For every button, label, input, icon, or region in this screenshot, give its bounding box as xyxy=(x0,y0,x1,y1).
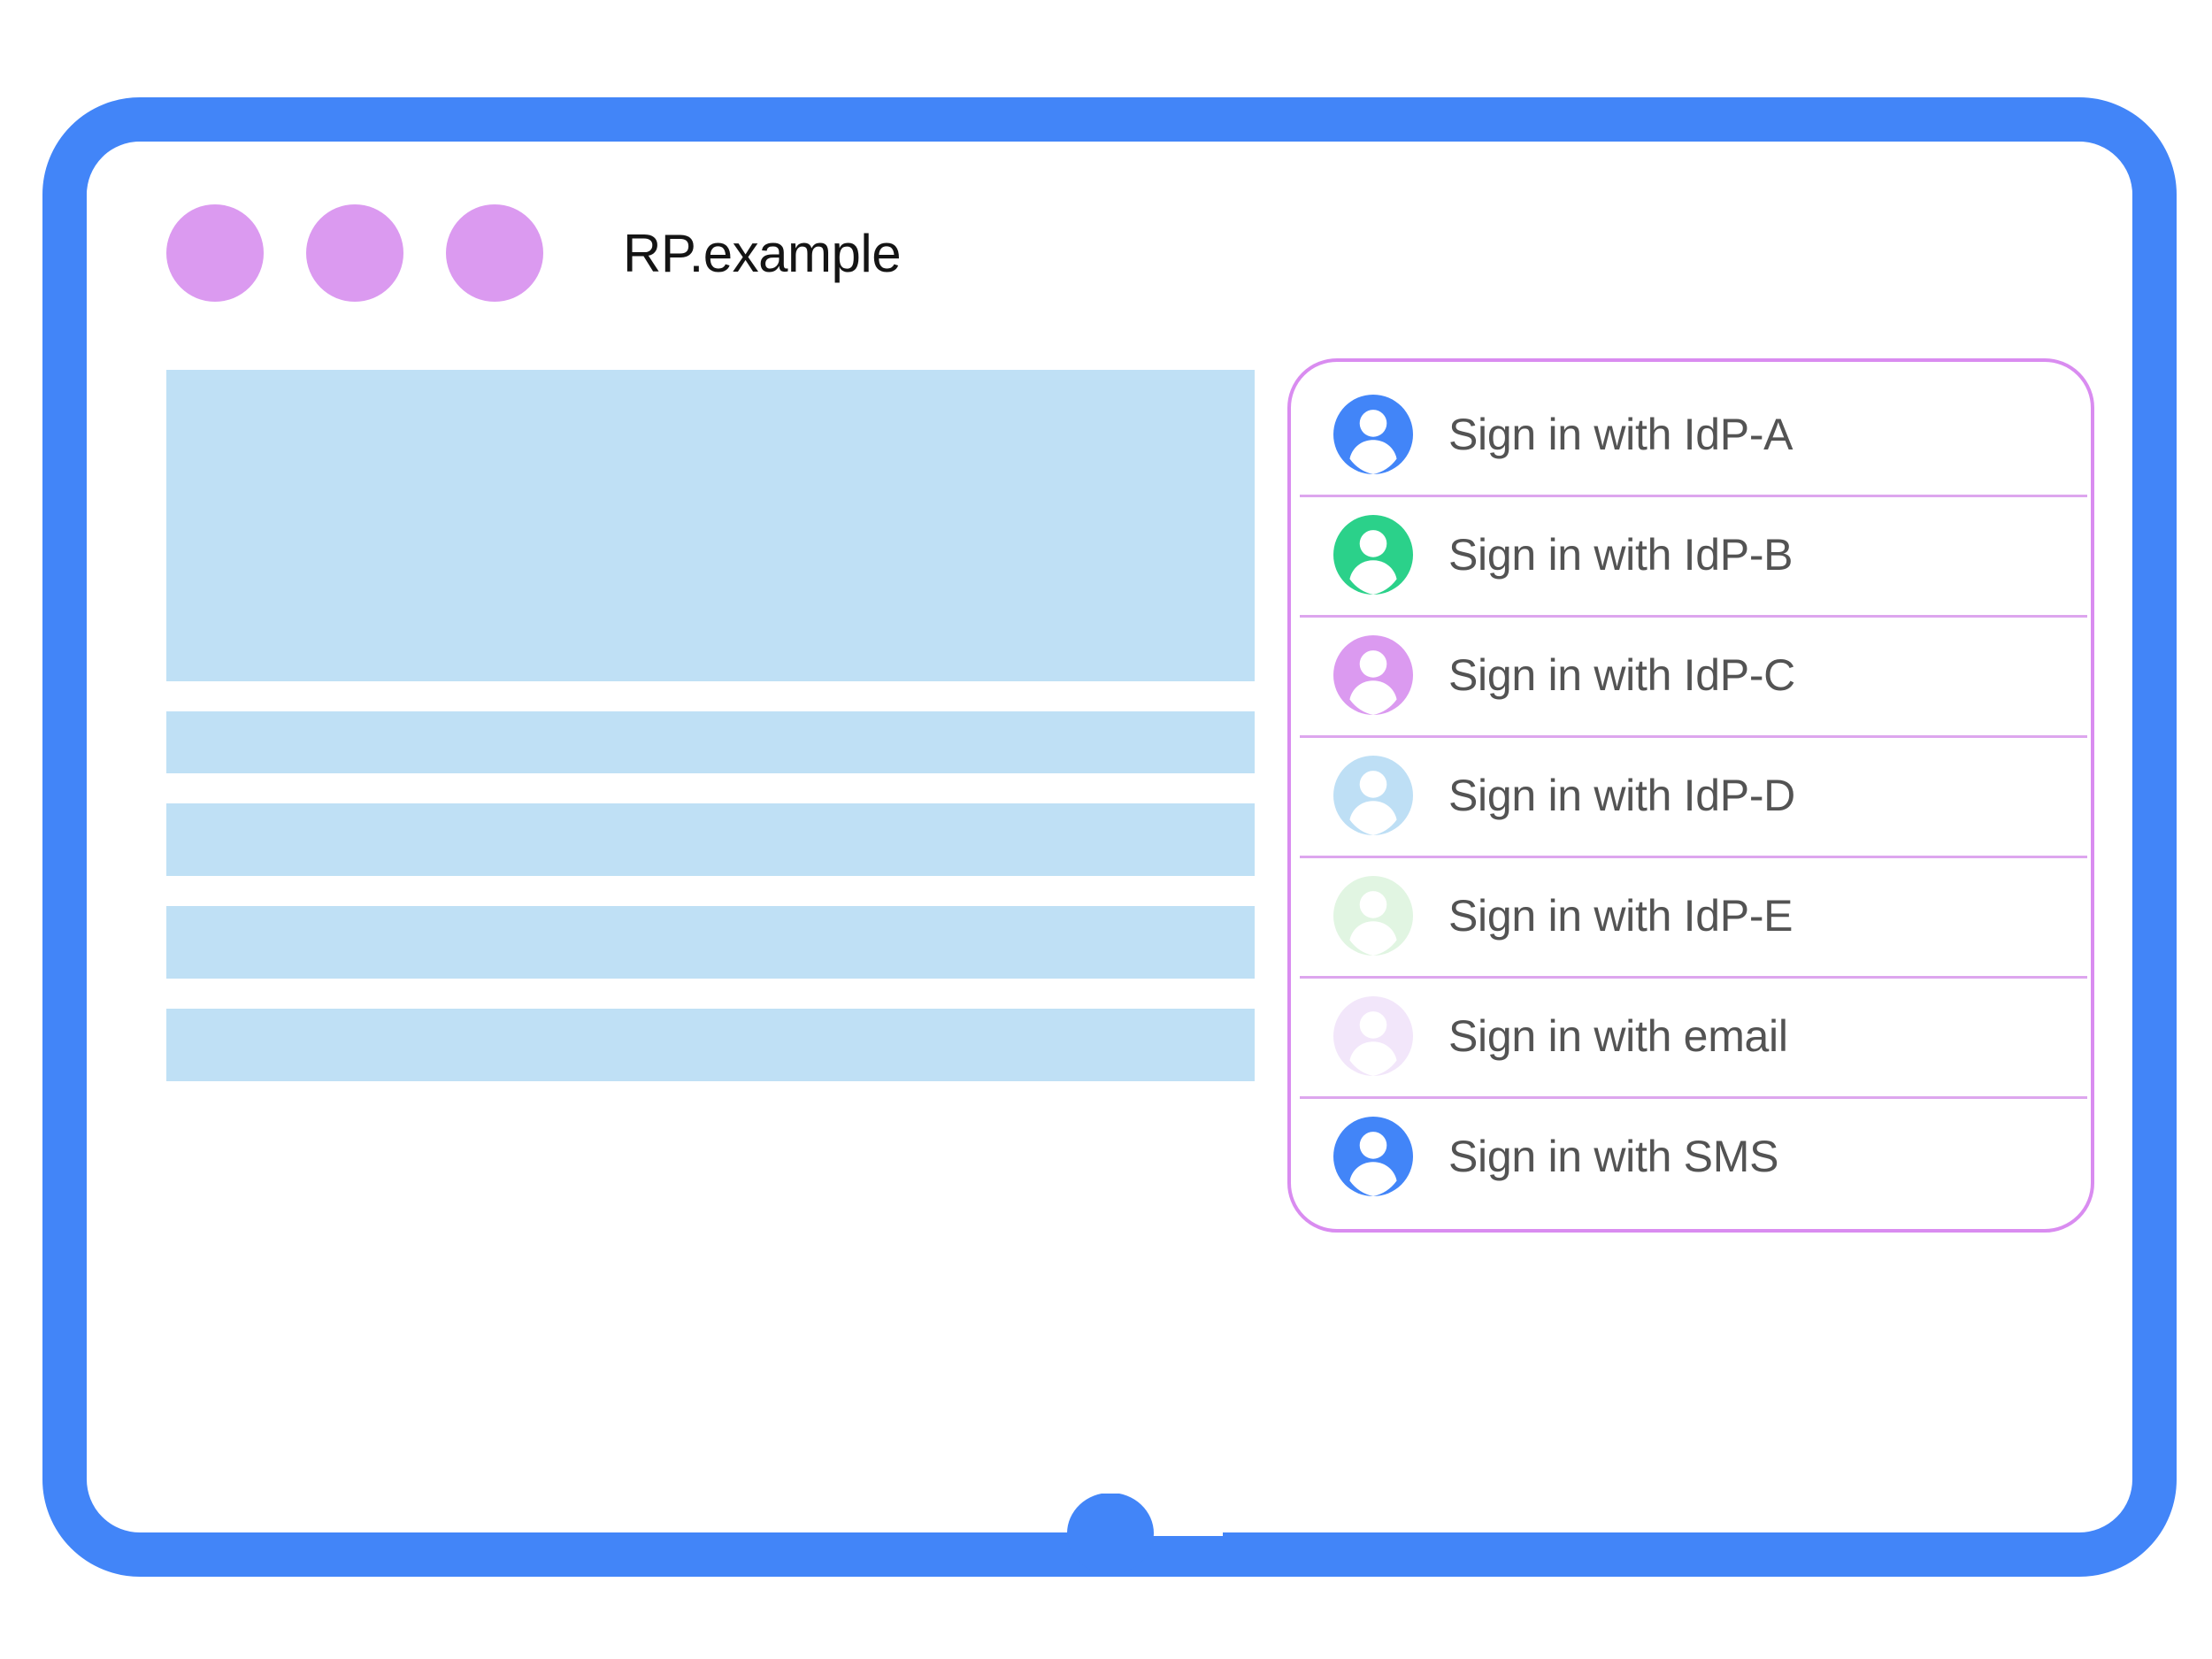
signin-account-chooser-panel: Sign in with IdP-A Sign in with IdP-B Si… xyxy=(1287,358,2094,1233)
signin-option-label: Sign in with IdP-D xyxy=(1448,771,1795,820)
window-dot-1[interactable] xyxy=(166,204,264,302)
content-placeholder-bar-2 xyxy=(166,803,1255,876)
signin-option-label: Sign in with IdP-C xyxy=(1448,650,1795,700)
signin-option-label: Sign in with IdP-A xyxy=(1448,410,1793,459)
page-title: RP.example xyxy=(623,223,902,283)
signin-option-idp-b[interactable]: Sign in with IdP-B xyxy=(1291,495,2091,615)
account-avatar-icon xyxy=(1333,756,1413,835)
title-bar: RP.example xyxy=(166,202,902,304)
content-placeholder-bar-3 xyxy=(166,906,1255,979)
signin-option-idp-c[interactable]: Sign in with IdP-C xyxy=(1291,615,2091,735)
signin-option-idp-e[interactable]: Sign in with IdP-E xyxy=(1291,856,2091,976)
signin-option-label: Sign in with email xyxy=(1448,1011,1788,1061)
home-button[interactable] xyxy=(1067,1493,1154,1574)
account-avatar-icon xyxy=(1333,996,1413,1076)
signin-option-label: Sign in with IdP-E xyxy=(1448,891,1793,941)
signin-option-idp-a[interactable]: Sign in with IdP-A xyxy=(1291,374,2091,495)
account-avatar-icon xyxy=(1333,635,1413,715)
content-placeholder-bar-1 xyxy=(166,711,1255,773)
content-placeholder-hero xyxy=(166,370,1255,681)
signin-option-idp-d[interactable]: Sign in with IdP-D xyxy=(1291,735,2091,856)
account-avatar-icon xyxy=(1333,515,1413,595)
signin-option-sms[interactable]: Sign in with SMS xyxy=(1291,1096,2091,1217)
account-avatar-icon xyxy=(1333,395,1413,474)
window-dot-2[interactable] xyxy=(306,204,403,302)
account-avatar-icon xyxy=(1333,1117,1413,1196)
browser-screen: RP.example Sign in with IdP-A Sign in wi… xyxy=(87,142,2132,1494)
account-avatar-icon xyxy=(1333,876,1413,956)
window-dot-3[interactable] xyxy=(446,204,543,302)
device-frame: RP.example Sign in with IdP-A Sign in wi… xyxy=(42,97,2177,1577)
signin-option-label: Sign in with SMS xyxy=(1448,1132,1779,1181)
content-placeholders xyxy=(166,370,1255,1111)
content-placeholder-bar-4 xyxy=(166,1009,1255,1081)
signin-option-label: Sign in with IdP-B xyxy=(1448,530,1793,580)
signin-option-email[interactable]: Sign in with email xyxy=(1291,976,2091,1096)
